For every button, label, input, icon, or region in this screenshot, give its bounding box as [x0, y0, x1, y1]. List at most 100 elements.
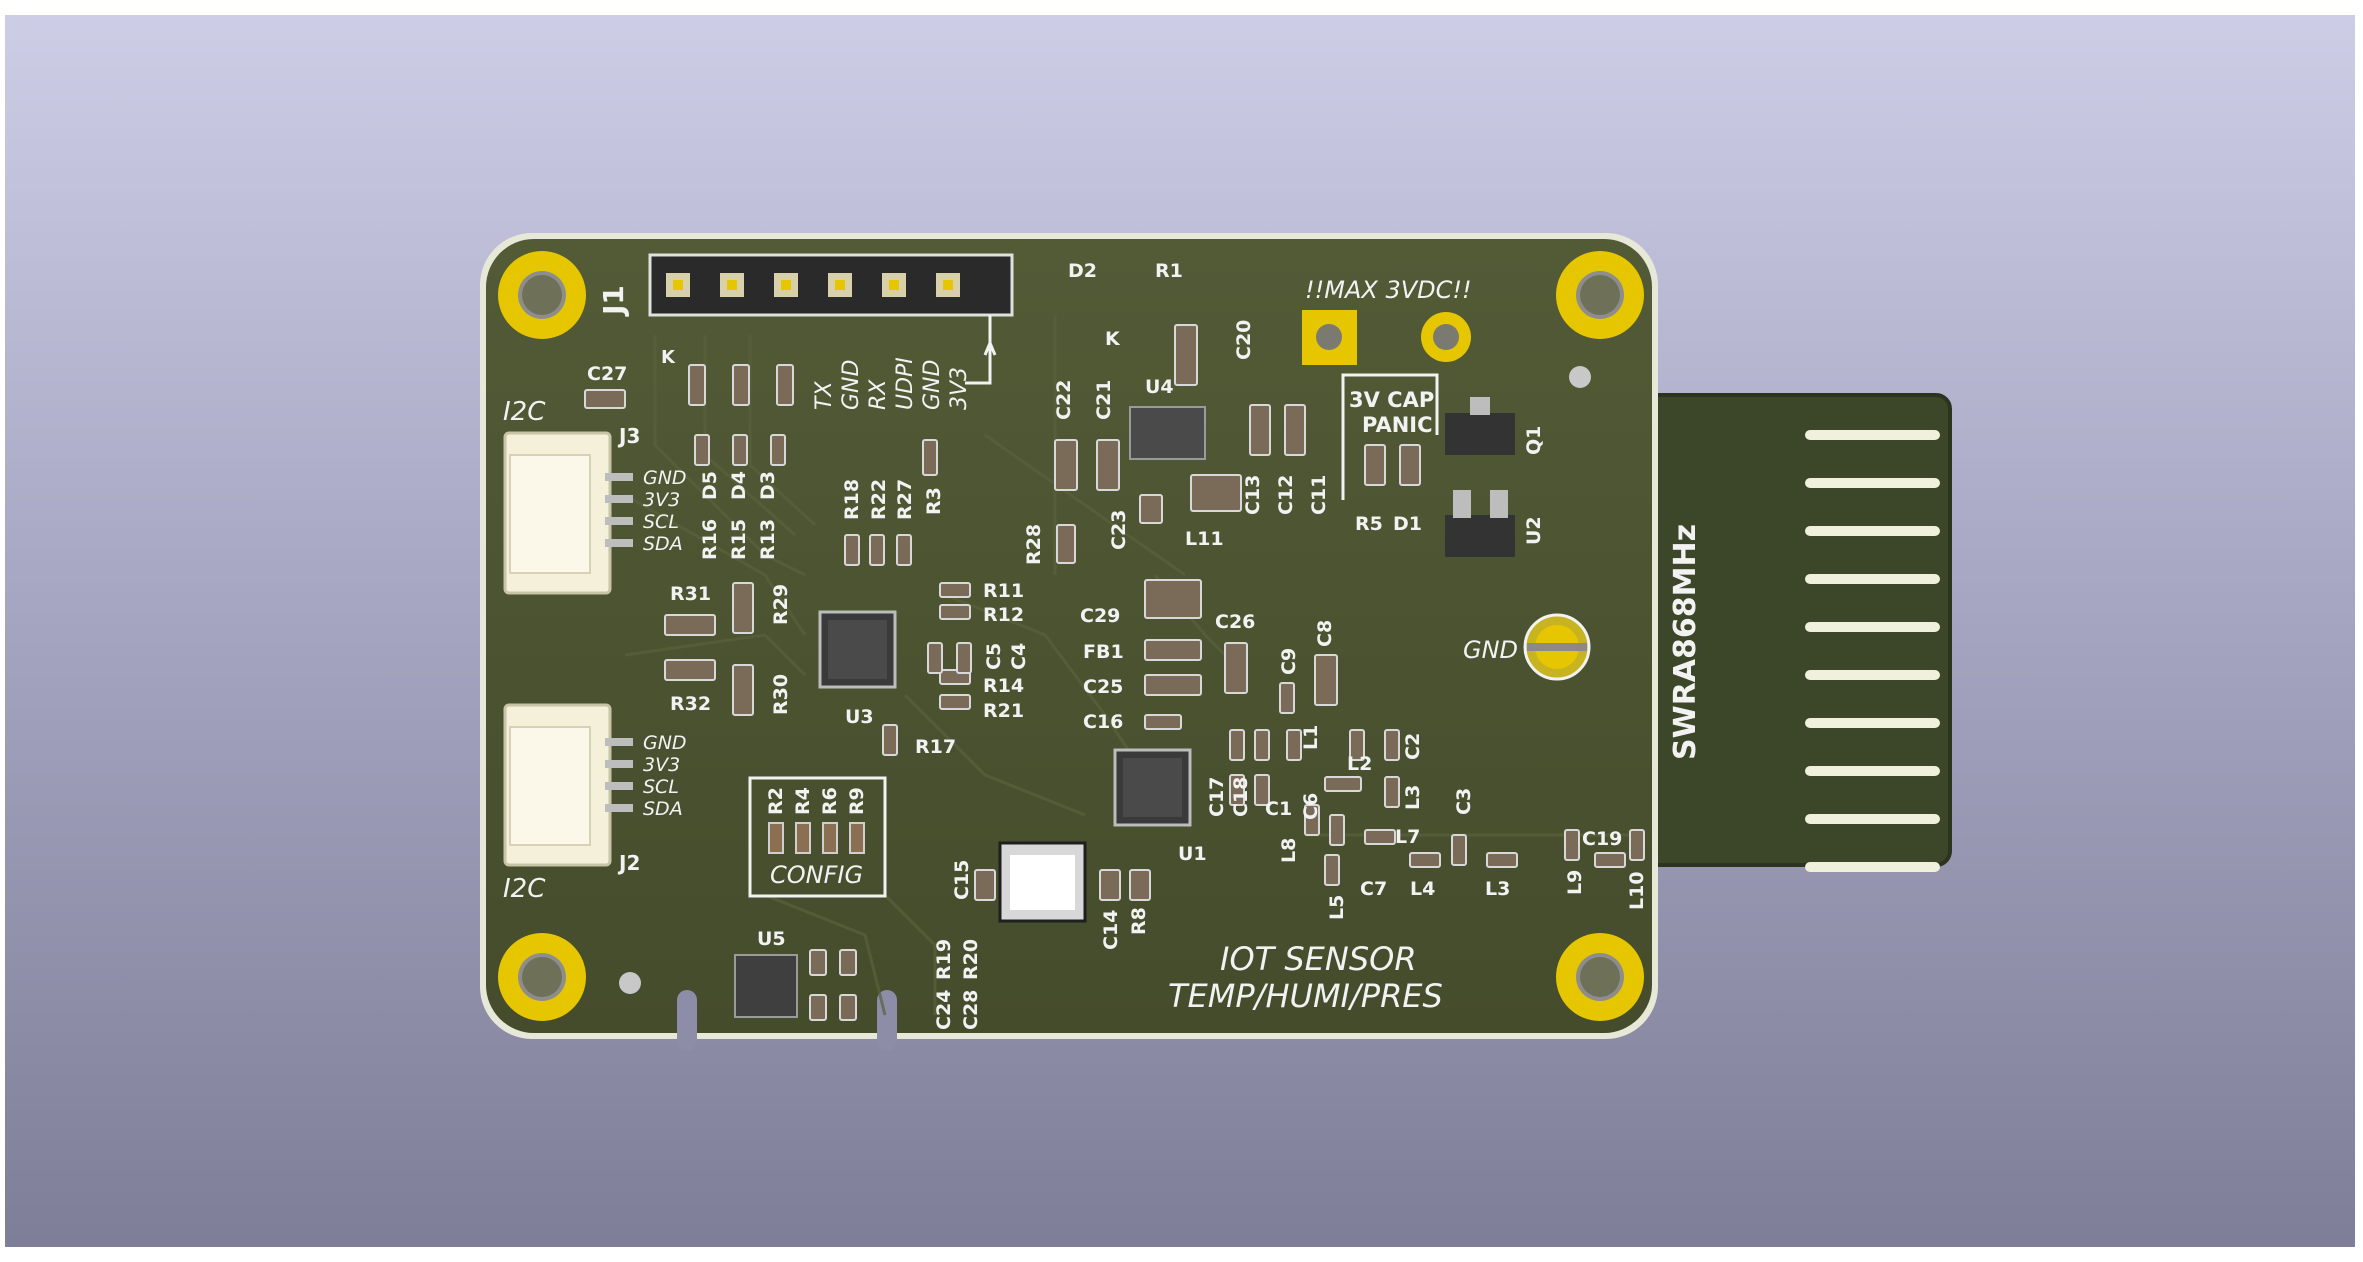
smd-part	[1249, 404, 1271, 456]
smd-part	[839, 994, 857, 1021]
smd-part	[694, 434, 710, 466]
smd-part	[732, 664, 754, 716]
smd-part	[1486, 852, 1518, 868]
antenna-trace	[1805, 766, 1940, 776]
config-resistor	[795, 822, 811, 854]
smd-part	[974, 869, 996, 901]
ref-designator: L7	[1395, 826, 1420, 848]
ref-designator: D2	[1068, 260, 1097, 282]
ref-designator: K	[1105, 328, 1121, 350]
ref-designator: C15	[951, 860, 973, 900]
j1-k-label: K	[661, 347, 676, 368]
ref-designator: R29	[770, 584, 792, 625]
header-pin-label: 3V3	[947, 367, 972, 410]
smd-part	[1629, 829, 1645, 861]
ref-designator: D5	[699, 471, 721, 500]
config-resistor	[768, 822, 784, 854]
i2c-pin-label: 3V3	[643, 754, 680, 776]
ref-designator: L8	[1278, 838, 1300, 863]
crystal	[998, 841, 1087, 923]
antenna-trace	[1805, 526, 1940, 536]
config-resistor	[849, 822, 865, 854]
config-ref: R9	[846, 787, 868, 815]
ref-designator: R27	[894, 479, 916, 520]
ref-designator: C27	[587, 363, 627, 385]
smd-part	[1254, 729, 1270, 761]
mounting-hole-tr	[1556, 251, 1644, 339]
ref-designator: C11	[1308, 475, 1330, 515]
mounting-hole-bl	[498, 933, 586, 1021]
ref-designator: C9	[1278, 648, 1300, 675]
header-pin-label: GND	[839, 360, 864, 410]
smd-part	[809, 994, 827, 1021]
max-voltage-warning: !!MAX 3VDC!!	[1305, 276, 1472, 304]
antenna-trace	[1805, 670, 1940, 680]
ref-designator: L2	[1347, 753, 1372, 775]
ref-designator: R18	[841, 479, 863, 520]
connector-pin	[605, 539, 633, 547]
ref-designator: C2	[1402, 733, 1424, 760]
ref-designator: C21	[1093, 380, 1115, 420]
smd-part	[1129, 869, 1151, 901]
ref-designator: R1	[1155, 260, 1183, 282]
ref-designator: U4	[1145, 376, 1174, 398]
smd-part	[688, 364, 706, 406]
ref-designator: R5	[1355, 513, 1383, 535]
smd-part	[1329, 814, 1345, 846]
antenna-trace	[1805, 718, 1940, 728]
antenna-trace	[1805, 862, 1940, 872]
ref-designator: C25	[1083, 676, 1123, 698]
smd-part	[922, 439, 938, 476]
smd-part	[1324, 854, 1340, 886]
ref-designator: R11	[983, 580, 1024, 602]
header-pin-tip	[835, 280, 845, 290]
ref-designator: C5	[983, 643, 1005, 670]
ref-designator: R21	[983, 700, 1024, 722]
smd-part	[1139, 494, 1163, 524]
ref-designator: C12	[1275, 475, 1297, 515]
ref-designator: C13	[1242, 475, 1264, 515]
gnd-label: GND	[1463, 636, 1518, 664]
smd-part	[1399, 444, 1421, 486]
connector-pin	[605, 760, 633, 768]
smd-part	[956, 642, 972, 674]
header-pin-label: GND	[920, 360, 945, 410]
ic-u1	[1113, 748, 1192, 827]
smd-part	[1190, 474, 1242, 512]
smd-part	[1229, 729, 1245, 761]
i2c-pin-label: SCL	[643, 776, 679, 798]
ref-designator: Q1	[1523, 426, 1545, 455]
ref-designator: R22	[868, 479, 890, 520]
connector-pin	[605, 738, 633, 746]
ref-designator: C1	[1265, 798, 1292, 820]
config-ref: R6	[819, 787, 841, 815]
ref-designator: C17	[1206, 777, 1228, 817]
smd-part	[1594, 852, 1626, 868]
ref-designator: L5	[1326, 895, 1348, 920]
ref-designator: R15	[728, 519, 750, 560]
ref-designator: C24	[933, 990, 955, 1030]
smd-part	[1286, 729, 1302, 761]
smd-part	[927, 642, 943, 674]
smd-part	[1144, 674, 1202, 696]
ref-designator: R12	[983, 604, 1024, 626]
connector-pin	[605, 517, 633, 525]
smd-part	[1054, 439, 1078, 491]
smd-part	[732, 364, 750, 406]
ref-designator: R3	[923, 487, 945, 515]
i2c-pin-label: SCL	[643, 511, 679, 533]
smd-part	[1314, 654, 1338, 706]
config-label: CONFIG	[770, 861, 863, 889]
smd-part	[1174, 324, 1198, 386]
ref-designator: C29	[1080, 605, 1120, 627]
ref-designator: R17	[915, 736, 956, 758]
gnd-testpoint: GND	[1463, 613, 1591, 681]
smd-part	[732, 434, 748, 466]
i2c-pin-label: 3V3	[643, 489, 680, 511]
smd-part	[1324, 776, 1362, 792]
header-pin-tip	[781, 280, 791, 290]
j1-ref: J1	[597, 285, 630, 317]
